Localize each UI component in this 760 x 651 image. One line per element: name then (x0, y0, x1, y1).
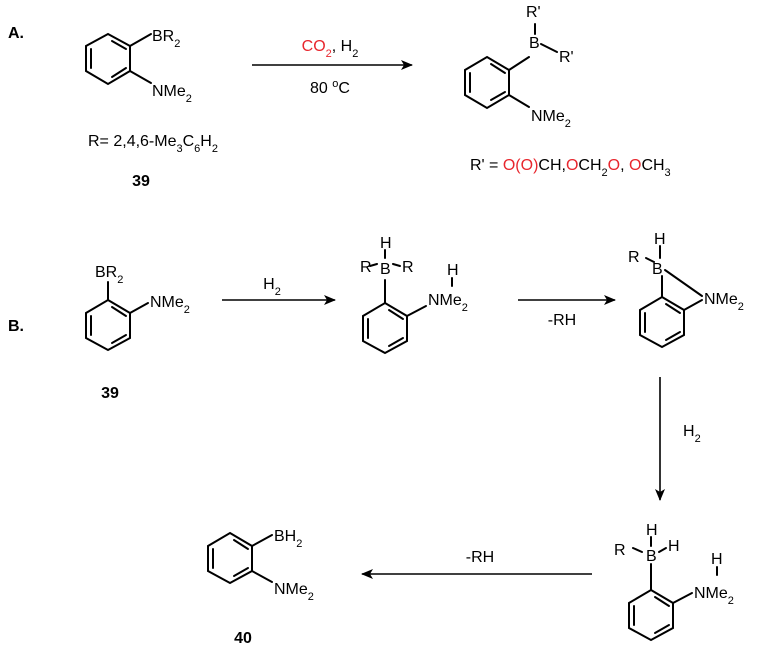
intermediate-2: R B H NMe2 (628, 231, 744, 349)
panel-a-product: R' B R' NMe2 R' = O(O)CH,OCH2O, OCH3 (464, 4, 671, 179)
compound-number-39: 39 (101, 385, 119, 402)
benzene-ring (464, 55, 510, 110)
boron-group-label: BH2 (274, 528, 302, 550)
boron-atom-label: B (652, 261, 663, 278)
benzene-ring (85, 32, 131, 86)
boron-group-label: BR2 (95, 264, 123, 286)
amine-group-label: NMe2 (150, 294, 190, 316)
hydride-label: H (654, 231, 666, 248)
intermediate-3: R B H H H NMe2 (614, 522, 734, 642)
compound-number-40: 40 (234, 630, 252, 647)
amine-group-label: NMe2 (274, 581, 314, 603)
boron-atom-label: B (646, 548, 657, 565)
panel-a-reactant: BR2 NMe2 R= 2,4,6-Me3C6H2 39 (85, 28, 218, 190)
intermediate-1: R B R H H NMe2 (360, 235, 468, 355)
panel-b-start: BR2 NMe2 39 (85, 264, 190, 402)
hydride-label: H (646, 522, 658, 539)
r-substituent-label: R (360, 259, 372, 276)
reagent-label: CO2, H2 (302, 38, 359, 60)
benzene-ring (628, 588, 674, 642)
benzene-ring (362, 301, 408, 355)
r-group-definition: R= 2,4,6-Me3C6H2 (88, 133, 218, 155)
boron-atom-label: B (529, 35, 540, 52)
panel-b-product: BH2 NMe2 40 (207, 528, 314, 647)
hydride-label: H (380, 235, 392, 252)
r-substituent-label: R (402, 259, 414, 276)
compound-number-39: 39 (132, 173, 150, 190)
amine-group-label: NMe2 (428, 292, 468, 314)
panel-b-label: B. (8, 318, 24, 335)
nh-hydrogen-label: H (447, 262, 459, 279)
benzene-ring (639, 295, 685, 349)
amine-group-label: NMe2 (704, 291, 744, 313)
benzene-ring (207, 531, 253, 585)
r-substituent-label: R (614, 542, 626, 559)
boron-group-label: BR2 (152, 28, 180, 50)
benzene-ring (85, 298, 131, 352)
hydride-label: H (668, 538, 680, 555)
amine-group-label: NMe2 (694, 585, 734, 607)
step-1-reagent: H2 (263, 276, 281, 298)
temperature-label: 80 oC (310, 78, 350, 97)
step-3-reagent: H2 (683, 423, 701, 445)
amine-group-label: NMe2 (531, 108, 571, 130)
boron-atom-label: B (380, 261, 391, 278)
r-substituent-label: R (628, 249, 640, 266)
r-prime-definition: R' = O(O)CH,OCH2O, OCH3 (470, 157, 671, 179)
r-prime-right-label: R' (559, 49, 574, 66)
panel-a-label: A. (8, 25, 24, 42)
step-4-label: -RH (466, 549, 494, 566)
amine-group-label: NMe2 (152, 83, 192, 105)
nh-hydrogen-label: H (711, 551, 723, 568)
r-prime-top-label: R' (526, 4, 541, 21)
step-2-label: -RH (548, 312, 576, 329)
